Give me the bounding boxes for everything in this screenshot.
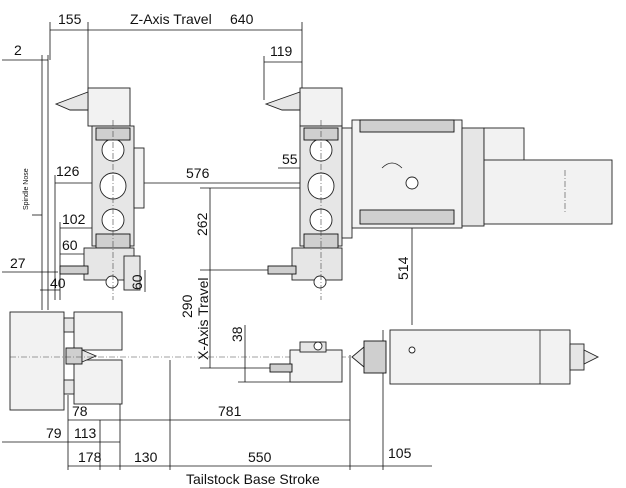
dim-78: 78 [72, 403, 88, 419]
dim-2: 2 [14, 42, 22, 58]
dim-126: 126 [56, 163, 80, 179]
dim-119: 119 [270, 43, 293, 59]
dim-178: 178 [78, 449, 102, 465]
dim-781: 781 [218, 403, 242, 419]
dim-27: 27 [10, 255, 26, 271]
dim-102: 102 [62, 211, 86, 227]
spindle-head [351, 119, 613, 229]
dim-60: 60 [62, 237, 78, 253]
tailstock-base-stroke-label: Tailstock Base Stroke [186, 471, 320, 487]
spindle-nose-label: Spindle Nose [23, 168, 30, 210]
dim-55: 55 [282, 151, 298, 167]
dim-105: 105 [388, 445, 412, 461]
dim-38: 38 [229, 326, 245, 342]
dim-60-small: 60 [129, 274, 145, 290]
z-axis-travel-label: Z-Axis Travel [130, 11, 212, 27]
center-tool-holder [269, 341, 343, 383]
dim-79: 79 [46, 425, 62, 441]
tailstock [351, 329, 600, 385]
dim-290: 290 [179, 294, 195, 318]
dim-576: 576 [186, 165, 210, 181]
dim-40: 40 [50, 275, 66, 291]
dim-z-travel-640: 640 [230, 11, 254, 27]
left-turret [54, 87, 145, 300]
dimension-labels: 155 Z-Axis Travel 640 119 2 Spindle Nose… [10, 11, 412, 487]
dim-130: 130 [134, 449, 158, 465]
right-turret [264, 87, 353, 300]
dim-155: 155 [58, 11, 82, 27]
dim-550: 550 [248, 449, 272, 465]
dim-514: 514 [395, 256, 411, 280]
dim-113: 113 [74, 425, 97, 441]
x-axis-travel-label: X-Axis Travel [195, 278, 211, 360]
dim-262: 262 [194, 212, 210, 236]
main-spindle-chuck [9, 311, 350, 411]
